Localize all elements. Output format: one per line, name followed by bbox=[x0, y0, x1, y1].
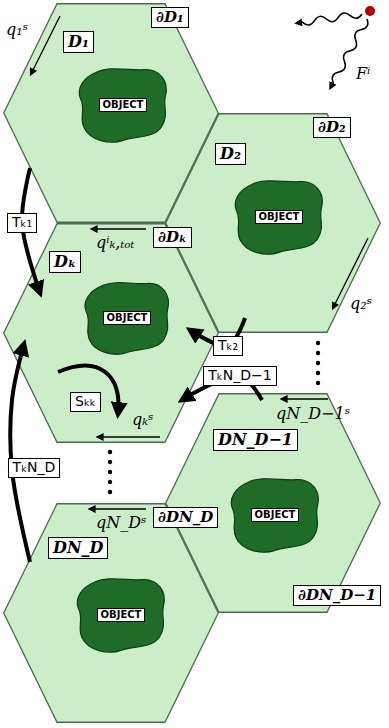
transfer-label: Tₖ₂ bbox=[213, 336, 243, 356]
object-shape bbox=[85, 283, 168, 355]
flux-arrow bbox=[90, 508, 146, 509]
label-slot: ∂DN_D−1 bbox=[293, 585, 381, 606]
label-slot: TₖN_D bbox=[8, 458, 61, 478]
label-slot: qN_D−1ˢ bbox=[276, 404, 350, 423]
label-slot: OBJECT bbox=[75, 65, 171, 145]
domain-label: Dₖ bbox=[49, 251, 81, 273]
label-slot: ∂Dₖ bbox=[153, 227, 192, 248]
boundary-label: ∂D₁ bbox=[151, 7, 189, 28]
flux-label: qⁱₖ,ₜₒₜ bbox=[96, 233, 134, 252]
label-slot: Tₖ₂ bbox=[213, 336, 243, 356]
flux-label: qₖˢ bbox=[132, 410, 153, 429]
incident-wave bbox=[327, 17, 370, 89]
boundary-label: ∂D₂ bbox=[313, 117, 351, 138]
transfer-label: Tₖ₁ bbox=[7, 213, 37, 233]
label-slot: ∂DN_D bbox=[153, 507, 218, 528]
flux-arrow bbox=[282, 398, 328, 399]
source-dot bbox=[365, 6, 375, 16]
label-slot: Dₖ bbox=[49, 251, 81, 273]
object-label: OBJECT bbox=[99, 98, 148, 113]
operator-label: Sₖₖ bbox=[70, 392, 101, 412]
transfer-label: TₖN_D bbox=[8, 458, 61, 478]
domain-label: D₂ bbox=[215, 143, 246, 165]
label-slot: qN_Dˢ bbox=[96, 513, 146, 532]
object-shape bbox=[77, 579, 164, 652]
label-slot: ∂D₁ bbox=[151, 7, 189, 28]
object-shape bbox=[79, 69, 166, 142]
boundary-label: ∂DN_D bbox=[153, 507, 218, 528]
flux-arrow bbox=[92, 228, 146, 229]
domain-label: DN_D−1 bbox=[213, 429, 298, 451]
flux-label: q₂ˢ bbox=[350, 294, 372, 313]
label-slot: ∂D₂ bbox=[313, 117, 351, 138]
hexagon-outline bbox=[165, 393, 381, 613]
domain-hexagon: ∂D₁ D₁ OBJECT bbox=[3, 3, 219, 223]
label-slot: D₂ bbox=[215, 143, 246, 165]
label-slot: qₖˢ bbox=[132, 410, 153, 429]
object-blob: OBJECT bbox=[75, 65, 171, 145]
flux-label: qN_D−1ˢ bbox=[276, 404, 350, 423]
label-slot: DN_D−1 bbox=[213, 429, 298, 451]
domain-shape bbox=[4, 504, 219, 723]
boundary-label: ∂Dₖ bbox=[153, 227, 192, 248]
label-slot: Fⁱ bbox=[356, 64, 370, 83]
object-blob: OBJECT bbox=[73, 575, 169, 655]
flux-label: qN_Dˢ bbox=[96, 513, 146, 532]
label-slot: D₁ bbox=[63, 31, 94, 53]
label-slot: Sₖₖ bbox=[70, 392, 101, 412]
label-slot: OBJECT bbox=[81, 279, 173, 357]
object-label: OBJECT bbox=[103, 311, 152, 326]
domain-hexagon: ∂D₂ D₂ OBJECT bbox=[165, 113, 381, 333]
incident-wave bbox=[296, 11, 362, 27]
label-slot: OBJECT bbox=[227, 475, 323, 555]
hexagon-outline bbox=[3, 3, 219, 223]
boundary-label: ∂DN_D−1 bbox=[293, 585, 381, 606]
label-slot: OBJECT bbox=[73, 575, 169, 655]
object-label: OBJECT bbox=[97, 608, 146, 623]
object-blob: OBJECT bbox=[227, 475, 323, 555]
object-shape bbox=[235, 181, 322, 254]
object-blob: OBJECT bbox=[81, 279, 173, 357]
hexagon-outline bbox=[3, 223, 219, 443]
label-slot: q₂ˢ bbox=[350, 294, 372, 313]
domain-hexagon: ∂DₖDₖOBJECT bbox=[3, 223, 219, 443]
label-slot: OBJECT bbox=[231, 177, 327, 257]
flux-arrow bbox=[98, 436, 160, 437]
object-label: OBJECT bbox=[255, 210, 304, 225]
label-slot: q₁ˢ bbox=[6, 20, 28, 39]
object-blob: OBJECT bbox=[231, 177, 327, 257]
domain-label: D₁ bbox=[63, 31, 94, 53]
field-label: Fⁱ bbox=[356, 64, 370, 83]
label-slot: Tₖ₁ bbox=[7, 213, 37, 233]
domain-label: DN_D bbox=[48, 537, 108, 559]
object-shape bbox=[231, 479, 318, 552]
label-slot: DN_D bbox=[48, 537, 108, 559]
label-slot: TₖN_D−1 bbox=[203, 366, 276, 386]
domain-hexagon: DN_D−1 ∂DN_D−1 OBJECT bbox=[165, 393, 381, 613]
domain-shape bbox=[4, 224, 219, 443]
transfer-label: TₖN_D−1 bbox=[203, 366, 276, 386]
label-slot: qⁱₖ,ₜₒₜ bbox=[96, 233, 134, 252]
flux-label: q₁ˢ bbox=[6, 20, 28, 39]
domain-hexagon: ∂DN_D DN_D OBJECT bbox=[3, 503, 219, 723]
object-label: OBJECT bbox=[251, 508, 300, 523]
